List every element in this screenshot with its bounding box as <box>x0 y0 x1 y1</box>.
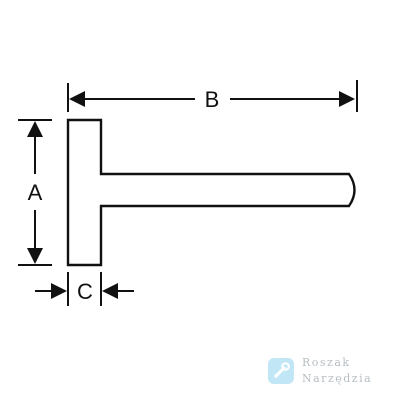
watermark-line-2: Narzędzia <box>302 372 373 385</box>
dimension-c: C <box>35 272 134 306</box>
roszak-narzedzia-watermark: Roszak Narzędzia <box>268 355 396 391</box>
dimension-a-label: A <box>28 180 43 205</box>
watermark-line-1: Roszak <box>302 356 351 369</box>
dimension-b-label: B <box>205 87 220 112</box>
dimension-b: B <box>67 80 358 112</box>
tool-outline <box>66 118 356 267</box>
wrench-icon <box>268 358 294 384</box>
watermark-brand-text: Roszak Narzędzia <box>302 355 372 387</box>
dimension-c-label: C <box>77 279 93 304</box>
dimension-a: A <box>18 119 52 266</box>
